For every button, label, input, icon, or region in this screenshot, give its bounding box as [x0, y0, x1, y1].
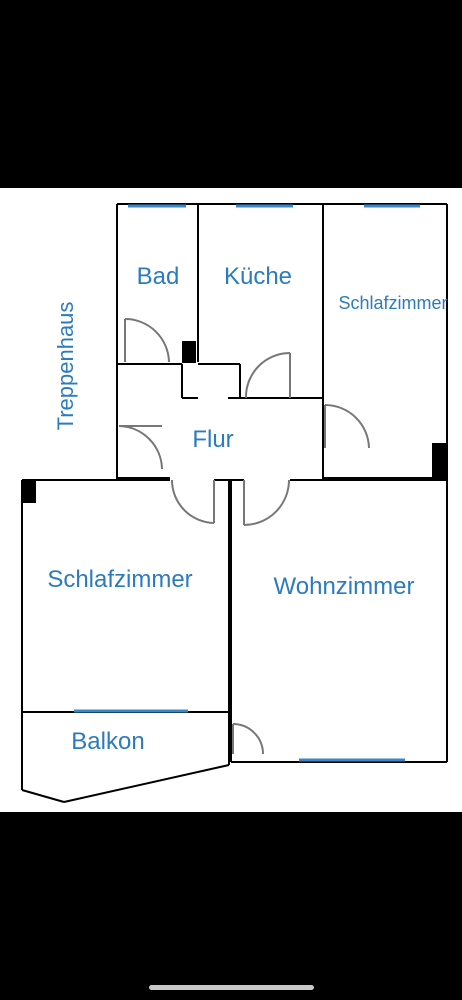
- door: [324, 404, 370, 449]
- home-indicator-bar[interactable]: [149, 985, 314, 990]
- door: [124, 318, 170, 363]
- pillar: [432, 443, 447, 480]
- floor-plan: Bad Küche Schlafzimmer Treppenhaus Flur …: [21, 203, 448, 803]
- door: [244, 352, 291, 399]
- door: [118, 425, 163, 470]
- doors: [118, 318, 370, 755]
- room-label-balkon: Balkon: [71, 728, 144, 755]
- door: [243, 479, 290, 526]
- door: [232, 723, 264, 755]
- pillar: [182, 341, 196, 363]
- room-label-treppenhaus: Treppenhaus: [53, 302, 78, 431]
- room-label-schlafzimmer-top: Schlafzimmer: [338, 293, 447, 313]
- room-label-flur: Flur: [192, 426, 233, 453]
- pillar: [22, 481, 36, 503]
- walls: [21, 203, 448, 803]
- room-label-kueche: Küche: [224, 263, 292, 290]
- room-label-schlafzimmer-left: Schlafzimmer: [47, 566, 192, 593]
- door: [171, 479, 215, 524]
- room-labels: Bad Küche Schlafzimmer Treppenhaus Flur …: [47, 263, 447, 755]
- windows: [74, 204, 420, 762]
- room-label-bad: Bad: [137, 263, 180, 290]
- room-label-wohnzimmer: Wohnzimmer: [274, 573, 415, 600]
